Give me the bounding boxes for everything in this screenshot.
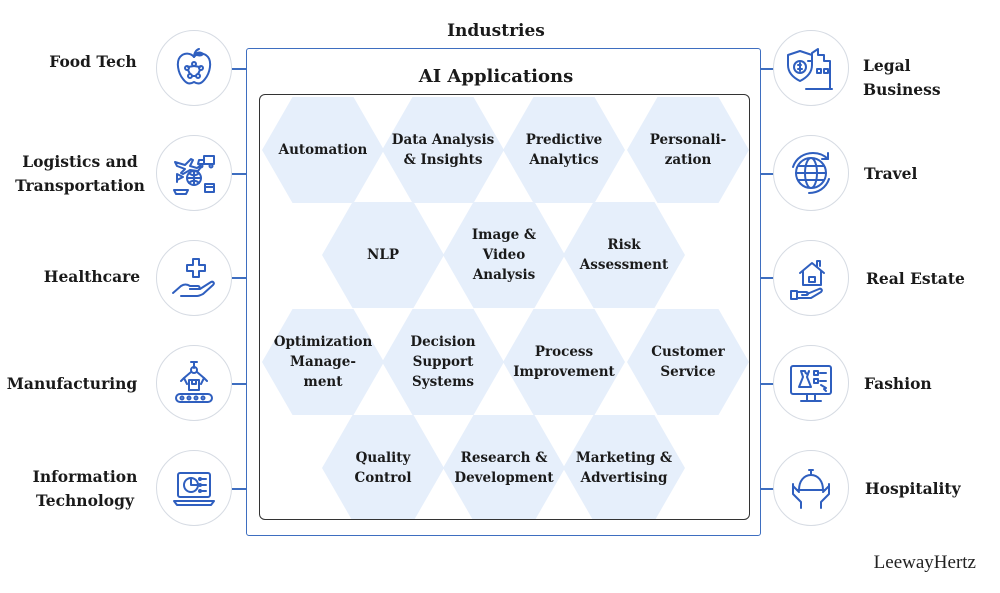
hex-predictive-analytics: Predictive Analytics xyxy=(503,97,625,203)
hex-label: Personali- zation xyxy=(649,132,727,168)
hex-label: Marketing & Advertising xyxy=(575,450,673,486)
hex-personalization: Personali- zation xyxy=(627,97,749,203)
hex-quality-control: Quality Control xyxy=(322,415,444,519)
ai-applications-grid: Automation Data Analysis & Insights Pred… xyxy=(259,94,750,520)
hex-label: Decision Support Systems xyxy=(410,334,476,390)
industry-label-food-tech: Food Tech xyxy=(49,52,137,71)
industry-label-travel: Travel xyxy=(864,164,918,183)
hex-label: Optimization Manage- ment xyxy=(273,334,373,390)
connector xyxy=(232,68,246,70)
hex-image-video-analysis: Image & Video Analysis xyxy=(443,202,565,308)
hex-customer-service: Customer Service xyxy=(627,309,749,415)
food-tech-icon-circle xyxy=(156,30,232,106)
hex-nlp: NLP xyxy=(322,202,444,308)
industry-label-logistics: Logistics and Transportation xyxy=(15,152,145,195)
legal-business-icon-circle xyxy=(773,30,849,106)
shield-building-icon xyxy=(787,48,833,90)
industry-label-manufacturing: Manufacturing xyxy=(6,374,138,393)
globe-icon xyxy=(792,152,830,194)
connector xyxy=(761,488,775,490)
hex-label: Process Improvement xyxy=(513,344,615,380)
hex-label: Image & Video Analysis xyxy=(471,227,537,283)
it-icon-circle xyxy=(156,450,232,526)
house-hand-icon xyxy=(790,260,825,300)
hex-label: Quality Control xyxy=(354,450,412,486)
logistics-icon-circle xyxy=(156,135,232,211)
connector xyxy=(761,68,775,70)
connector xyxy=(232,383,246,385)
industry-label-hospitality: Hospitality xyxy=(865,479,961,498)
monitor-dress-icon xyxy=(790,365,832,402)
hex-decision-support: Decision Support Systems xyxy=(382,309,504,415)
connector xyxy=(232,277,246,279)
connector xyxy=(761,383,775,385)
hex-label: Research & Development xyxy=(454,450,554,486)
hex-label: Data Analysis & Insights xyxy=(391,132,495,168)
laptop-chart-icon xyxy=(173,472,215,506)
hex-risk-assessment: Risk Assessment xyxy=(563,202,685,308)
connector xyxy=(761,173,775,175)
hex-data-analysis: Data Analysis & Insights xyxy=(382,97,504,203)
industry-label-healthcare: Healthcare xyxy=(43,267,141,286)
hex-research-development: Research & Development xyxy=(443,415,565,519)
hex-marketing-advertising: Marketing & Advertising xyxy=(563,415,685,519)
hex-label: NLP xyxy=(367,247,399,263)
apple-icon xyxy=(176,48,212,85)
hex-label: Customer Service xyxy=(651,344,725,380)
hex-optimization-management: Optimization Manage- ment xyxy=(262,309,384,415)
industry-label-legal-business: Legal Business xyxy=(863,56,941,99)
industries-title: Industries xyxy=(447,21,545,41)
industry-label-real-estate: Real Estate xyxy=(866,269,965,288)
hex-process-improvement: Process Improvement xyxy=(503,309,625,415)
connector xyxy=(761,277,775,279)
industry-label-fashion: Fashion xyxy=(864,374,932,393)
logistics-icon xyxy=(173,155,215,195)
medical-hand-icon xyxy=(172,258,215,297)
hex-label: Predictive Analytics xyxy=(525,132,603,168)
real-estate-icon-circle xyxy=(773,240,849,316)
travel-icon-circle xyxy=(773,135,849,211)
industry-label-information-technology: Information Technology xyxy=(32,467,138,510)
hex-label: Risk Assessment xyxy=(579,237,669,273)
fashion-icon-circle xyxy=(773,345,849,421)
service-bell-icon xyxy=(792,469,830,509)
ai-applications-title: AI Applications xyxy=(418,66,574,87)
hex-label: Automation xyxy=(278,142,368,158)
industries-frame xyxy=(246,48,761,536)
manufacturing-icon-circle xyxy=(156,345,232,421)
brand-watermark: LeewayHertz xyxy=(873,552,976,573)
connector xyxy=(232,488,246,490)
hex-automation: Automation xyxy=(262,97,384,203)
robot-arm-conveyor-icon xyxy=(175,361,213,403)
connector xyxy=(232,173,246,175)
healthcare-icon-circle xyxy=(156,240,232,316)
hospitality-icon-circle xyxy=(773,450,849,526)
